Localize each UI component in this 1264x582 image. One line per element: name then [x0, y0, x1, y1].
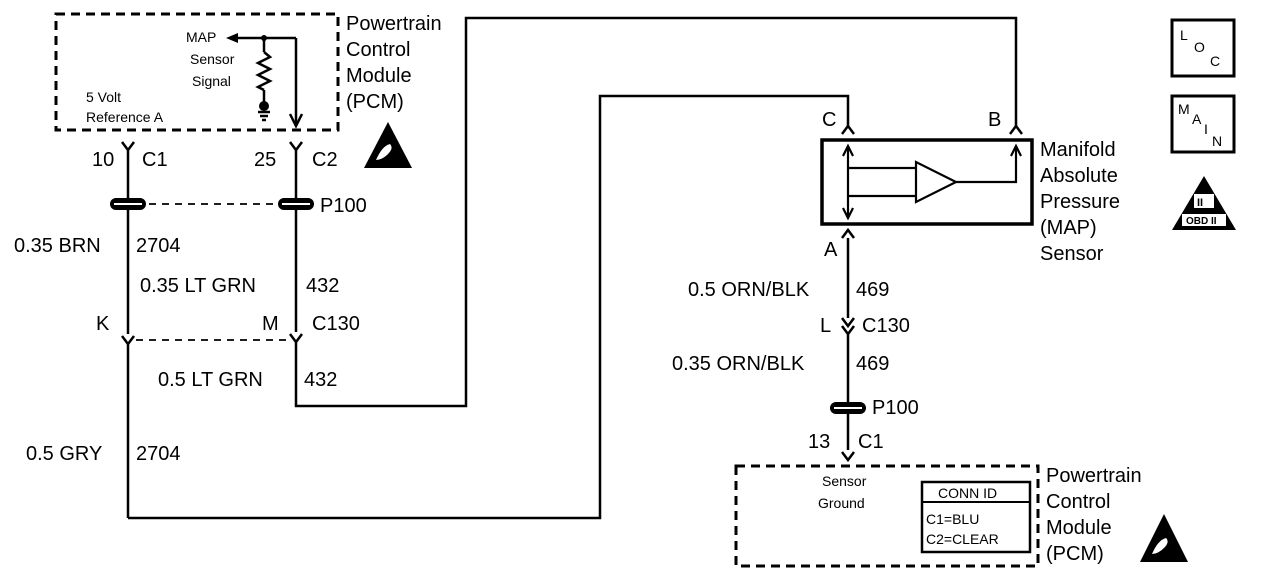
connector-c130-right-label: C130: [862, 315, 910, 337]
pin-13-label: 13: [808, 431, 830, 453]
wire-ornblk1-circuit: 469: [856, 279, 889, 301]
map-sensor-signal-label: MAP Sensor Signal: [186, 29, 235, 89]
wire-ornblk2-circuit: 469: [856, 353, 889, 375]
wire-ltgrn2-circuit: 432: [304, 369, 337, 391]
sensor-pin-b-label: B: [988, 109, 1001, 131]
wire-ornblk1-size-color: 0.5 ORN/BLK: [688, 279, 810, 301]
conn-id-row-2: C2=CLEAR: [926, 531, 999, 547]
pcm-internal-circuit: [226, 33, 304, 129]
map-title-line-1: Manifold: [1040, 139, 1116, 161]
map-title-line-4: (MAP): [1040, 217, 1097, 239]
connector-c2-label: C2: [312, 149, 338, 171]
wire-ltgrn2-size-color: 0.5 LT GRN: [158, 369, 263, 391]
left-wires: [121, 16, 1018, 520]
map-title-line-2: Absolute: [1040, 165, 1118, 187]
ref-line-2: Reference A: [86, 109, 164, 125]
connector-c1-bottom-label: C1: [858, 431, 884, 453]
obd-ii-icon: II OBD II: [1172, 176, 1236, 230]
conn-id-row-1: C1=BLU: [926, 511, 979, 527]
map-title-line-5: Sensor: [1040, 243, 1104, 265]
pcm-top-title: Powertrain Control Module (PCM): [346, 13, 442, 113]
pcm-bottom-title-line-2: Control: [1046, 491, 1110, 513]
obd-label: OBD II: [1186, 216, 1217, 227]
wire-brn-circuit: 2704: [136, 235, 181, 257]
p100-bottom-label: P100: [872, 397, 919, 419]
pcm-bottom-title-line-4: (PCM): [1046, 543, 1104, 565]
pcm-top-title-line-3: Module: [346, 65, 412, 87]
map-signal-line-3: Signal: [192, 73, 231, 89]
wire-ltgrn1-size-color: 0.35 LT GRN: [140, 275, 256, 297]
loc-icon: L O C: [1170, 18, 1236, 78]
map-sensor-box: [820, 138, 1034, 226]
pcm-bottom-title-line-3: Module: [1046, 517, 1112, 539]
pcm-top-title-line-2: Control: [346, 39, 410, 61]
map-sensor-title: Manifold Absolute Pressure (MAP) Sensor: [1040, 139, 1120, 265]
loc-icon-letter-2: O: [1194, 39, 1205, 55]
loc-icon-letter-1: L: [1180, 27, 1188, 43]
pcm-top-title-line-4: (PCM): [346, 91, 404, 113]
main-icon-letter-1: M: [1178, 101, 1190, 117]
loc-icon-letter-3: C: [1210, 53, 1220, 69]
wire-ornblk2-size-color: 0.35 ORN/BLK: [672, 353, 805, 375]
map-sensor-connector-pins: [841, 123, 1023, 239]
sensor-ground-label: Sensor Ground: [818, 473, 867, 511]
pcm-bottom-title: Powertrain Control Module (PCM): [1046, 465, 1142, 565]
pcm-bottom-outline: [734, 464, 1040, 568]
conn-id-header: CONN ID: [938, 485, 997, 501]
p100-top-label: P100: [320, 195, 367, 217]
amplifier-icon: [914, 160, 959, 204]
p100-top-splice: [110, 198, 314, 210]
pull-up-resistor: [255, 51, 273, 92]
esd-warning-icon: [364, 122, 412, 168]
map-sensor-internal: [842, 143, 1022, 221]
wire-brn-size-color: 0.35 BRN: [14, 235, 101, 257]
pin-k-label: K: [96, 313, 110, 335]
pcm-top-outline: [54, 12, 340, 132]
pcm-bottom-title-line-1: Powertrain: [1046, 465, 1142, 487]
pin-25-label: 25: [254, 149, 276, 171]
p100-bottom-splice: [830, 402, 866, 414]
conn-id-table: CONN ID C1=BLU C2=CLEAR: [920, 480, 1032, 554]
wire-gry-size-color: 0.5 GRY: [26, 443, 102, 465]
pin-l-label: L: [820, 315, 831, 337]
map-signal-line-2: Sensor: [190, 51, 235, 67]
sensor-ground-line-2: Ground: [818, 495, 865, 511]
sensor-ground-line-1: Sensor: [822, 473, 867, 489]
map-signal-line-1: MAP: [186, 29, 216, 45]
main-icon: M A I N: [1170, 94, 1236, 154]
wire-gry-circuit: 2704: [136, 443, 181, 465]
main-icon-letter-3: I: [1204, 121, 1208, 137]
main-icon-letter-2: A: [1192, 111, 1202, 127]
main-icon-letter-4: N: [1212, 133, 1222, 149]
map-title-line-3: Pressure: [1040, 191, 1120, 213]
ref-line-1: 5 Volt: [86, 89, 121, 105]
wire-ltgrn1-circuit: 432: [306, 275, 339, 297]
pcm-top-title-line-1: Powertrain: [346, 13, 442, 35]
right-ground-wire: [841, 238, 855, 463]
obd-numeral: II: [1197, 197, 1203, 209]
sensor-pin-a-label: A: [824, 239, 838, 261]
esd-warning-icon-bottom: [1140, 514, 1188, 562]
pin-m-label: M: [262, 313, 279, 335]
pin-10-label: 10: [92, 149, 114, 171]
five-volt-reference-label: 5 Volt Reference A: [86, 89, 164, 125]
connector-c130-left-label: C130: [312, 313, 360, 335]
sensor-pin-c-label: C: [822, 109, 836, 131]
connector-c1-label: C1: [142, 149, 168, 171]
